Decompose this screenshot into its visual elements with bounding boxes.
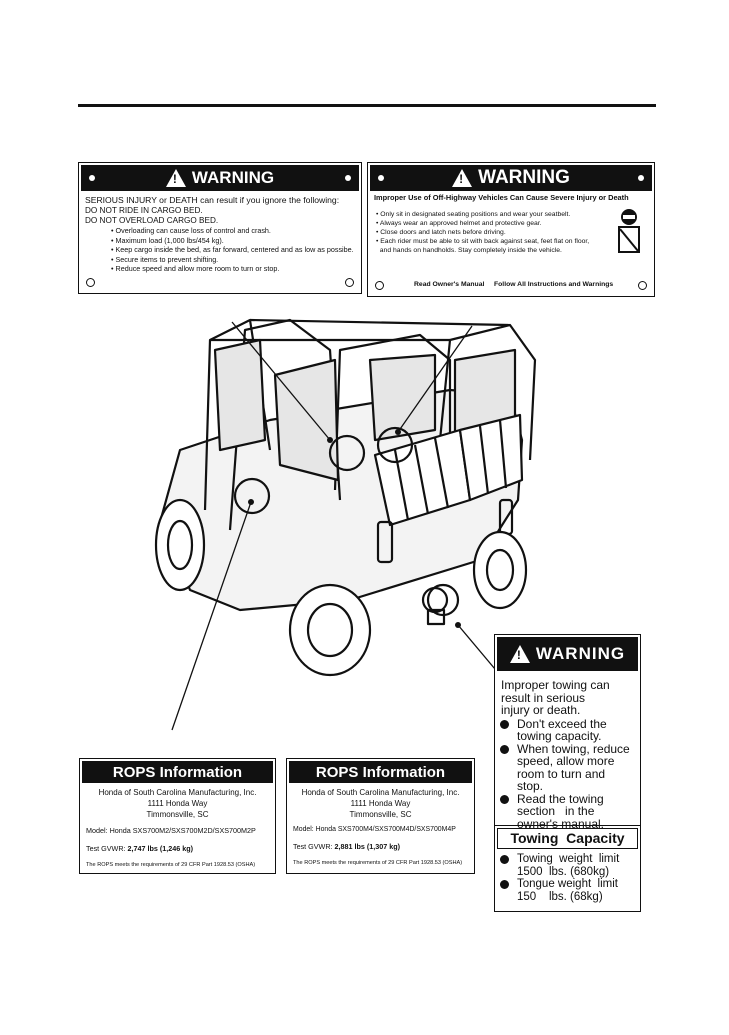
rops-banner: ROPS Information — [289, 761, 472, 783]
osha-note: The ROPS meets the requirements of 29 CF… — [86, 862, 256, 868]
rops-banner: ROPS Information — [82, 761, 273, 783]
rops-address: Honda of South Carolina Manufacturing, I… — [80, 787, 275, 820]
mount-hole-icon — [86, 278, 95, 287]
gvwr-value: 2,747 lbs (1,246 kg) — [127, 844, 194, 853]
lead-bold: SERIOUS INJURY or DEATH — [85, 195, 198, 205]
cargo-warning-label: WARNING SERIOUS INJURY or DEATH can resu… — [78, 162, 362, 294]
banner-text: WARNING — [535, 644, 626, 663]
bullet-item: • Always wear an approved helmet and pro… — [376, 220, 542, 227]
capacity-list: Towing weight limit 1500 lbs. (680kg) To… — [495, 853, 640, 903]
company: Honda of South Carolina Manufacturing, I… — [301, 788, 460, 797]
item-line: Towing weight limit — [517, 853, 620, 865]
list-item: Don't exceed the towing capacity. — [495, 716, 640, 743]
item-line: Read the towing — [517, 791, 604, 806]
item-line: When towing, reduce — [517, 741, 630, 756]
towing-items: Don't exceed the towing capacity. When t… — [495, 717, 640, 831]
company: Honda of South Carolina Manufacturing, I… — [98, 788, 257, 797]
gvwr-line: Test GVWR: 2,747 lbs (1,246 kg) — [80, 844, 275, 853]
osha-note: The ROPS meets the requirements of 29 CF… — [293, 860, 463, 866]
banner-text: WARNING — [478, 167, 570, 188]
bullet-item: • Close doors and latch nets before driv… — [376, 229, 506, 236]
city: Timmonsville, SC — [349, 810, 412, 819]
warning-banner: WARNING — [370, 165, 652, 191]
lead-line: SERIOUS INJURY or DEATH can result if yo… — [85, 195, 355, 206]
list-item: When towing, reduce speed, allow more ro… — [495, 741, 640, 793]
item-line: Don't exceed the — [517, 716, 607, 731]
item-line: towing capacity. — [517, 729, 602, 743]
towing-intro: Improper towing can result in serious in… — [495, 673, 640, 717]
list-item: Tongue weight limit 150 lbs. (68kg) — [495, 878, 640, 903]
rops-address: Honda of South Carolina Manufacturing, I… — [287, 787, 474, 820]
mount-hole-icon — [378, 175, 384, 181]
mount-hole-icon — [345, 278, 354, 287]
item-line: 1500 lbs. (680kg) — [517, 865, 610, 878]
bullet-item: • Maximum load (1,000 lbs/454 kg). — [111, 235, 224, 245]
footer-right: Follow All Instructions and Warnings — [494, 281, 614, 288]
warning-triangle-icon — [509, 645, 530, 663]
top-rule — [78, 104, 656, 107]
utv-illustration — [154, 318, 537, 677]
city: Timmonsville, SC — [146, 810, 209, 819]
no-overload-line: DO NOT OVERLOAD CARGO BED. — [85, 216, 219, 225]
bullet-item: and hands on handholds. Stay completely … — [376, 247, 562, 254]
intro-line: result in serious — [501, 690, 586, 705]
footer-left: Read Owner's Manual — [414, 281, 485, 288]
gvwr-label: Test GVWR: — [293, 842, 335, 851]
item-line: section in the — [517, 804, 595, 818]
banner-text: WARNING — [191, 168, 275, 187]
capacity-title: Towing Capacity — [497, 828, 638, 849]
item-line: stop. — [517, 779, 544, 793]
bullet-item: • Overloading can cause loss of control … — [111, 226, 271, 235]
street: 1111 Honda Way — [147, 799, 208, 808]
bullet-item: • Secure items to prevent shifting. — [111, 254, 219, 264]
list-item: Towing weight limit 1500 lbs. (680kg) — [495, 853, 640, 878]
item-line: Tongue weight limit — [517, 878, 618, 890]
mount-hole-icon — [345, 175, 351, 181]
item-line: 150 lbs. (68kg) — [517, 890, 603, 903]
lead-rest: can result if you ignore the following: — [197, 195, 340, 205]
bullet-item: • Each rider must be able to sit with ba… — [376, 238, 590, 245]
rops-label-2: ROPS Information Honda of South Carolina… — [286, 758, 475, 874]
bullet-item: • Reduce speed and allow more room to tu… — [111, 264, 280, 274]
bullet-item: • Keep cargo inside the bed, as far forw… — [111, 245, 354, 255]
warning-banner: WARNING — [497, 637, 638, 671]
warning-triangle-icon — [165, 169, 186, 187]
model-line: Model: Honda SXS700M4/SXS700M4D/SXS700M4… — [293, 826, 456, 833]
helmet-seatbelt-pictogram — [618, 209, 640, 253]
item-line: owner's manual. — [517, 816, 604, 831]
headline: Improper Use of Off-Highway Vehicles Can… — [374, 193, 629, 202]
item-line: speed, allow more — [517, 754, 615, 768]
warning-banner: WARNING — [81, 165, 359, 191]
rops-label-1: ROPS Information Honda of South Carolina… — [79, 758, 276, 874]
gvwr-label: Test GVWR: — [86, 844, 128, 853]
list-item: Read the towing section in the owner's m… — [495, 791, 640, 831]
ohv-warning-label: WARNING Improper Use of Off-Highway Vehi… — [367, 162, 655, 297]
street: 1111 Honda Way — [350, 799, 411, 808]
item-line: room to turn and — [517, 766, 606, 781]
mount-hole-icon — [638, 281, 647, 290]
bullet-item: • Only sit in designated seating positio… — [376, 211, 571, 218]
mount-hole-icon — [89, 175, 95, 181]
model-line: Model: Honda SXS700M2/SXS700M2D/SXS700M2… — [86, 826, 256, 835]
towing-warning-label: WARNING Improper towing can result in se… — [494, 634, 641, 912]
warning-triangle-icon — [452, 169, 473, 187]
no-ride-line: DO NOT RIDE IN CARGO BED. — [85, 206, 203, 215]
mount-hole-icon — [375, 281, 384, 290]
intro-line: injury or death. — [501, 703, 581, 717]
gvwr-line: Test GVWR: 2,881 lbs (1,307 kg) — [287, 842, 474, 851]
gvwr-value: 2,881 lbs (1,307 kg) — [334, 842, 401, 851]
mount-hole-icon — [638, 175, 644, 181]
intro-line: Improper towing can — [501, 678, 610, 692]
